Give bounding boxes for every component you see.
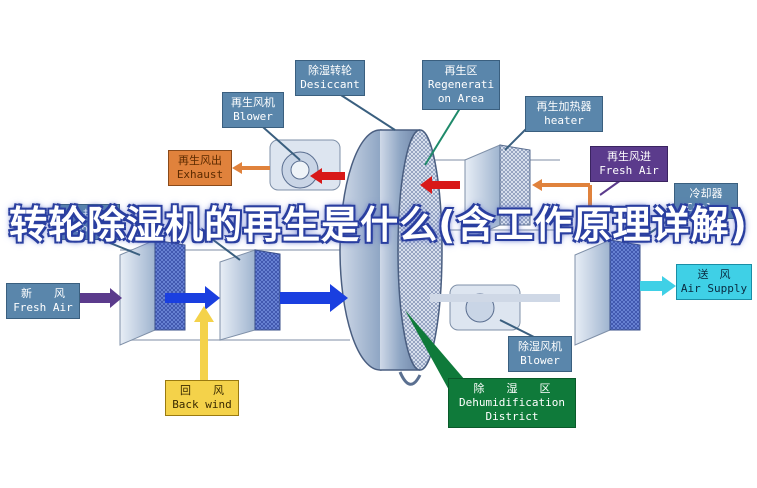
regen-heater-cn: 再生加热器 — [536, 100, 592, 113]
regen-heater-unit — [464, 144, 531, 241]
airflow-arrows — [80, 162, 676, 380]
regen-blower-cn: 再生风机 — [231, 96, 275, 109]
regen-fresh-air-label: 再生风进 Fresh Air — [590, 146, 668, 182]
cooler-left-en: Cooler — [68, 222, 108, 235]
cooler-right-en: Cooler — [686, 201, 726, 214]
cooler-left-label: 冷却器 Cooler — [56, 204, 120, 240]
right-cooler-unit — [574, 239, 641, 346]
regen-area-cn: 再生区 — [444, 64, 478, 77]
regen-fresh-air-cn: 再生风进 — [607, 150, 651, 163]
fresh-air-cn: 新 风 — [21, 287, 65, 300]
regen-blower-en: Blower — [233, 110, 273, 123]
cooler-right-cn: 冷却器 — [689, 187, 723, 200]
back-wind-label: 回 风 Back wind — [165, 380, 239, 416]
air-supply-cn: 送 风 — [697, 268, 731, 281]
desiccant-cn: 除湿转轮 — [308, 64, 352, 77]
regen-heater-en: heater — [544, 114, 584, 127]
regen-area-en1: Regenerati — [427, 78, 495, 91]
regen-blower-label: 再生风机 Blower — [222, 92, 284, 128]
regen-fresh-air-en: Fresh Air — [599, 164, 659, 177]
dehum-district-label: 除 湿 区 Dehumidification District — [448, 378, 576, 428]
dehum-district-en1: Dehumidification — [459, 396, 565, 409]
back-wind-cn: 回 风 — [180, 384, 224, 397]
left-cooler-unit — [119, 239, 186, 346]
regen-blower-unit — [269, 139, 341, 191]
fresh-air-en: Fresh Air — [13, 301, 73, 314]
dehum-district-cn: 除 湿 区 — [473, 382, 551, 395]
desiccant-en: Desiccant — [300, 78, 360, 91]
middle-cooler-unit — [219, 249, 281, 341]
back-wind-en: Back wind — [172, 398, 232, 411]
regen-exhaust-label: 再生风出 Exhaust — [168, 150, 232, 186]
dehum-district-pointer — [405, 310, 465, 392]
desiccant-label: 除湿转轮 Desiccant — [295, 60, 365, 96]
regen-area-en2: on Area — [437, 92, 485, 105]
regen-exhaust-en: Exhaust — [176, 168, 224, 181]
dehum-blower-label: 除湿风机 Blower — [508, 336, 572, 372]
regen-area-label: 再生区 Regenerati on Area — [422, 60, 500, 110]
dehum-blower-en: Blower — [520, 354, 560, 367]
air-supply-label: 送 风 Air Supply — [676, 264, 752, 300]
regen-heater-label: 再生加热器 heater — [525, 96, 603, 132]
dehum-blower-unit — [449, 284, 521, 331]
fresh-air-label: 新 风 Fresh Air — [6, 283, 80, 319]
dehum-district-en2: District — [485, 410, 539, 423]
regen-exhaust-cn: 再生风出 — [178, 154, 222, 167]
air-supply-en: Air Supply — [680, 282, 748, 295]
cooler-right-label: 冷却器 Cooler — [674, 183, 738, 219]
dehum-blower-cn: 除湿风机 — [518, 340, 562, 353]
page-title-overlay: 转轮除湿机的再生是什么(含工作原理详解) — [9, 203, 748, 247]
cooler-left-cn: 冷却器 — [71, 208, 105, 221]
